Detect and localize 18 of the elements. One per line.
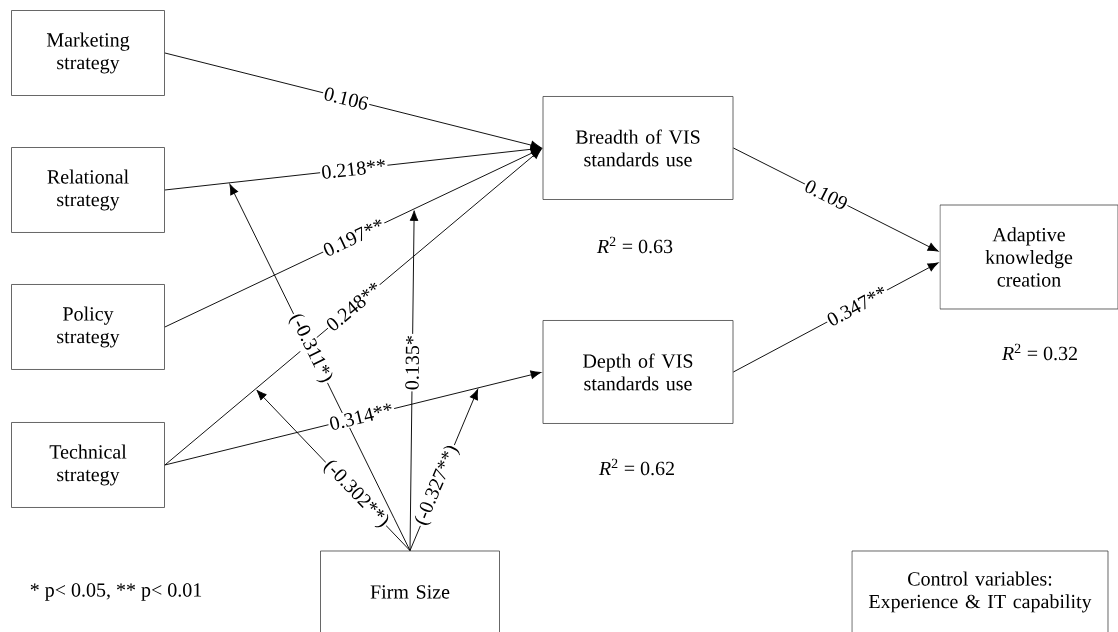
edge-label: 0.135*	[405, 336, 420, 390]
box: Relational strategy	[11, 147, 165, 233]
edge-label: 0.106	[324, 87, 369, 110]
box: Policy strategy	[11, 284, 165, 370]
box: Firm Size	[320, 550, 500, 632]
footnote: * p< 0.05, ** p< 0.01	[30, 583, 202, 601]
edge-label: 0.314**	[330, 403, 392, 430]
box: Technical strategy	[11, 422, 165, 508]
box: Adaptive knowledge creation	[939, 204, 1118, 310]
r-squared-label: R$^{2}$ = 0.32	[1001, 343, 1077, 361]
box: Depth of VIS standards use	[542, 320, 734, 424]
r-squared-label: R$^{2}$ = 0.63	[596, 236, 673, 254]
edge-label: 0.109	[805, 180, 847, 209]
box: Control variables: Experience & IT capability	[851, 550, 1109, 632]
box: Breadth of VIS standards use	[542, 96, 734, 200]
edge-label: 0.218**	[322, 159, 385, 179]
r-squared-label: R$^{2}$ = 0.62	[598, 458, 674, 476]
box: Marketing strategy	[11, 10, 165, 96]
